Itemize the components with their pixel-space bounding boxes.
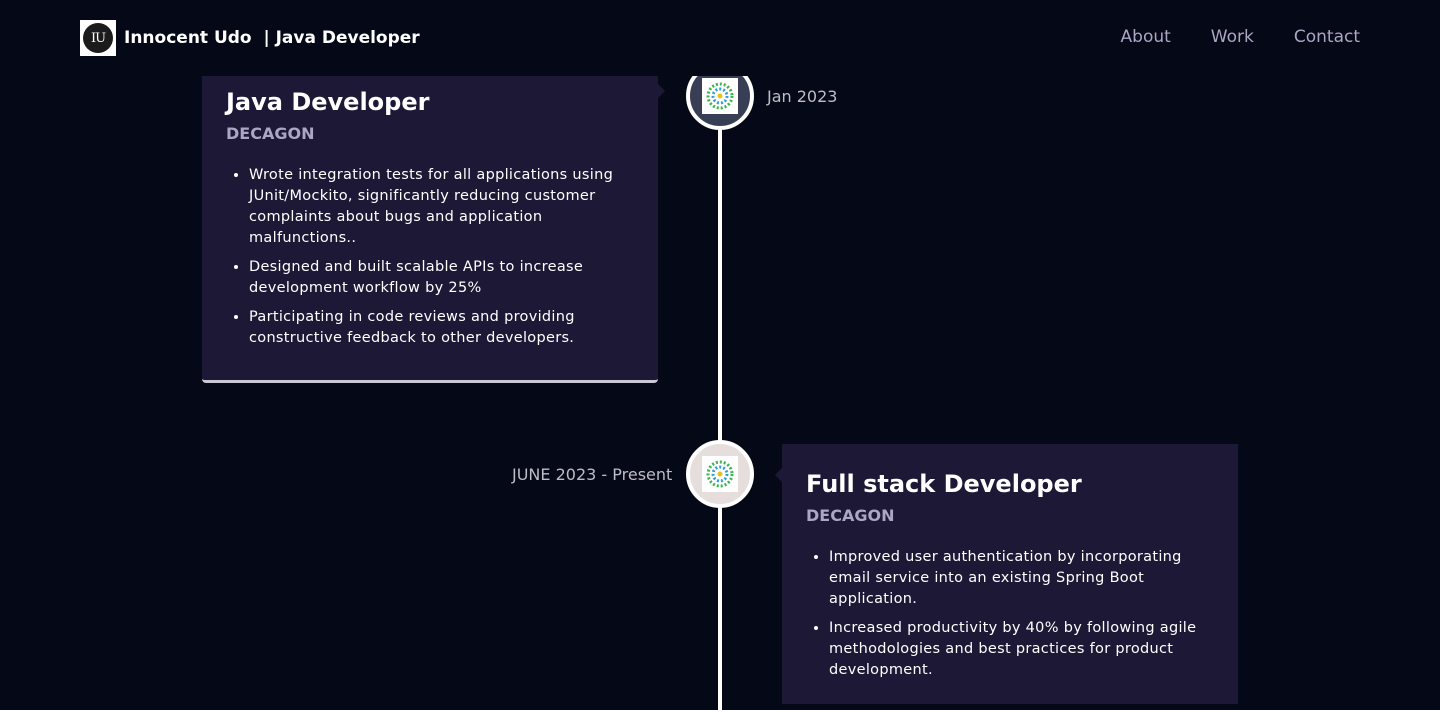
experience-point: Wrote integration tests for all applicat… xyxy=(249,165,634,249)
card-arrow xyxy=(658,84,665,98)
navbar: IU Innocent Udo | Java Developer About W… xyxy=(0,0,1440,76)
experience-point: Improved user authentication by incorpor… xyxy=(829,547,1214,610)
experience-title: Java Developer xyxy=(226,88,430,116)
experience-title: Full stack Developer xyxy=(806,470,1082,498)
experience-date: Jan 2023 xyxy=(767,87,838,106)
experience-card-java-developer: Java Developer DECAGON Wrote integration… xyxy=(202,70,665,383)
logo-monogram: IU xyxy=(83,23,113,53)
logo[interactable]: IU xyxy=(80,20,116,56)
timeline-line xyxy=(718,70,722,710)
nav-link-contact[interactable]: Contact xyxy=(1293,27,1360,47)
nav-link-work[interactable]: Work xyxy=(1210,27,1254,47)
brand-link[interactable]: IU Innocent Udo | Java Developer xyxy=(80,20,420,56)
card-arrow xyxy=(775,468,782,482)
experience-company: DECAGON xyxy=(806,506,895,525)
decagon-logo-icon xyxy=(702,456,738,492)
experience-points: Improved user authentication by incorpor… xyxy=(806,547,1214,681)
experience-date: JUNE 2023 - Present xyxy=(512,465,673,484)
nav-links: About Work Contact xyxy=(1121,27,1360,47)
experience-point: Designed and built scalable APIs to incr… xyxy=(249,257,634,299)
brand-name[interactable]: Innocent Udo | Java Developer xyxy=(124,28,420,48)
experience-points: Wrote integration tests for all applicat… xyxy=(226,165,634,349)
experience-card-full-stack-developer: Full stack Developer DECAGON Improved us… xyxy=(775,444,1238,704)
decagon-logo-icon xyxy=(702,78,738,114)
experience-point: Participating in code reviews and provid… xyxy=(249,307,634,349)
nav-link-about[interactable]: About xyxy=(1120,27,1171,47)
experience-company: DECAGON xyxy=(226,124,315,143)
experience-point: Increased productivity by 40% by followi… xyxy=(829,618,1214,681)
timeline-icon-2 xyxy=(686,440,754,508)
